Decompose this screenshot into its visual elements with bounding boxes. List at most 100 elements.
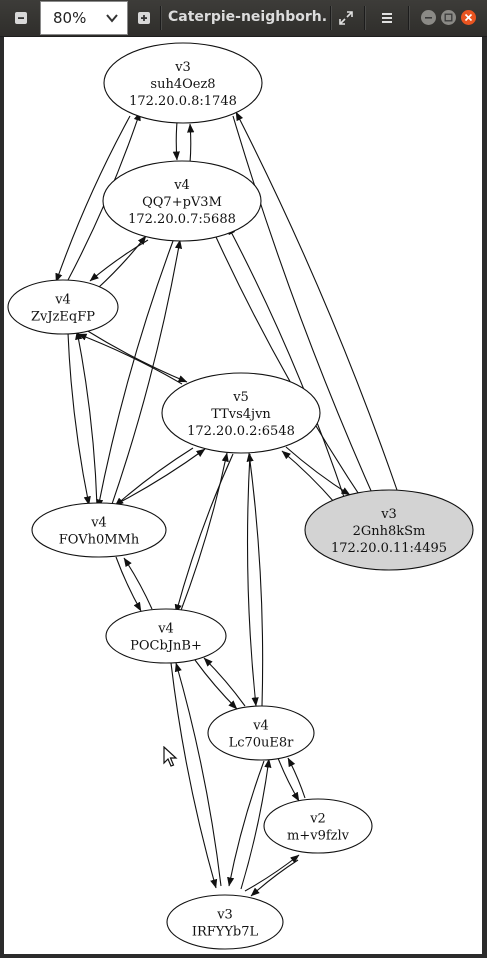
graph-edge (89, 239, 149, 282)
node-shape (263, 798, 373, 854)
graph-edge (106, 448, 206, 510)
graph-edge (187, 123, 195, 164)
minimize-button[interactable] (421, 10, 436, 25)
graph-edge (123, 557, 153, 610)
node-address-label: 172.20.0.2:6548 (187, 424, 295, 439)
graph-node[interactable]: v3 suh4Oez8 172.20.0.8:1748 (103, 42, 263, 124)
node-version-label: v4 (173, 178, 190, 193)
graph-node[interactable]: v2 m+v9fzlv (263, 798, 373, 854)
node-shape (7, 279, 119, 335)
graph-edge (287, 757, 306, 799)
graph-edge (203, 657, 246, 707)
toolbar-separator (330, 6, 331, 30)
graph-node[interactable]: v3 2Gnh8kSm 172.20.0.11:4495 (304, 489, 474, 571)
graph-edge (109, 239, 183, 511)
graph-edge (77, 333, 183, 385)
node-shape (103, 42, 263, 124)
node-id-label: TTvs4jvn (211, 407, 271, 422)
graph-edge (115, 556, 142, 612)
node-id-label: IRFYYb7L (192, 925, 259, 940)
node-id-label: QQ7+pV3M (142, 195, 222, 210)
graph-edge (227, 225, 347, 504)
close-icon (464, 13, 473, 22)
node-address-label: 172.20.0.7:5688 (128, 212, 236, 227)
maximize-button[interactable] (441, 10, 456, 25)
node-version-label: v3 (174, 60, 191, 75)
maximize-icon (444, 13, 453, 22)
node-id-label: POCbJnB+ (130, 639, 202, 654)
graph-edge (55, 115, 131, 283)
window-border (482, 37, 487, 958)
node-id-label: 2Gnh8kSm (353, 524, 426, 539)
graph-edge (232, 115, 381, 512)
node-shape (304, 489, 474, 571)
graph-edge (96, 240, 174, 509)
chevron-down-icon (106, 14, 118, 23)
graph-edge (75, 330, 98, 507)
graph-edge (85, 329, 188, 383)
node-version-label: v3 (216, 908, 233, 923)
node-version-label: v3 (380, 507, 397, 522)
zoom-value: 80% (53, 9, 87, 27)
graph-edge (174, 662, 222, 887)
zoom-out-button[interactable] (8, 6, 34, 30)
minimize-icon (425, 17, 432, 19)
window-title: Caterpie-neighborh... (168, 9, 328, 25)
node-address-label: 172.20.0.8:1748 (129, 94, 237, 109)
node-version-label: v5 (232, 390, 249, 405)
window-titlebar: 80% Caterpie-neighborh... (0, 0, 487, 37)
node-shape (102, 160, 262, 242)
zoom-select[interactable]: 80% (40, 1, 128, 35)
node-shape (207, 705, 315, 761)
graph-edge (172, 121, 180, 161)
node-version-label: v2 (309, 812, 326, 827)
node-id-label: ZvJzEqFP (31, 310, 95, 325)
minus-icon (15, 12, 27, 24)
node-version-label: v4 (252, 719, 269, 734)
node-version-label: v4 (54, 293, 71, 308)
plus-icon (138, 12, 150, 24)
node-id-label: suh4Oez8 (150, 77, 215, 92)
zoom-in-button[interactable] (131, 6, 157, 30)
graph-edge (114, 447, 194, 507)
graph-edge (244, 854, 300, 892)
hamburger-menu-icon (382, 13, 392, 23)
graph-nodes: v3suh4Oez8172.20.0.8:1748v4QQ7+pV3M172.2… (7, 42, 474, 950)
toolbar-separator (364, 6, 365, 30)
menu-button[interactable] (374, 6, 400, 30)
toolbar-separator (408, 6, 409, 30)
node-address-label: 172.20.0.11:4495 (331, 541, 447, 556)
toolbar-separator (160, 6, 161, 30)
graph-edge (240, 758, 272, 890)
graph-edge (281, 450, 336, 504)
graph-edge (215, 236, 371, 512)
fit-window-button[interactable] (333, 6, 359, 30)
mouse-pointer-icon (163, 746, 178, 767)
graph-edge (250, 859, 299, 897)
graph-edge (67, 332, 91, 506)
graph-diagram: v3suh4Oez8172.20.0.8:1748v4QQ7+pV3M172.2… (7, 42, 474, 950)
node-shape (161, 372, 321, 454)
node-version-label: v4 (157, 622, 174, 637)
graph-edge (285, 446, 351, 496)
close-button[interactable] (461, 10, 476, 25)
graph-edge (194, 659, 238, 710)
node-version-label: v4 (90, 516, 107, 531)
graph-edge (227, 760, 265, 887)
graph-edge (246, 452, 264, 707)
node-shape (105, 608, 227, 664)
node-id-label: FOVh0MMh (59, 533, 140, 548)
graph-edge (246, 453, 259, 707)
graph-edge (179, 452, 229, 614)
node-id-label: m+v9fzlv (287, 829, 350, 844)
graph-edge (170, 662, 218, 889)
node-shape (166, 894, 284, 950)
